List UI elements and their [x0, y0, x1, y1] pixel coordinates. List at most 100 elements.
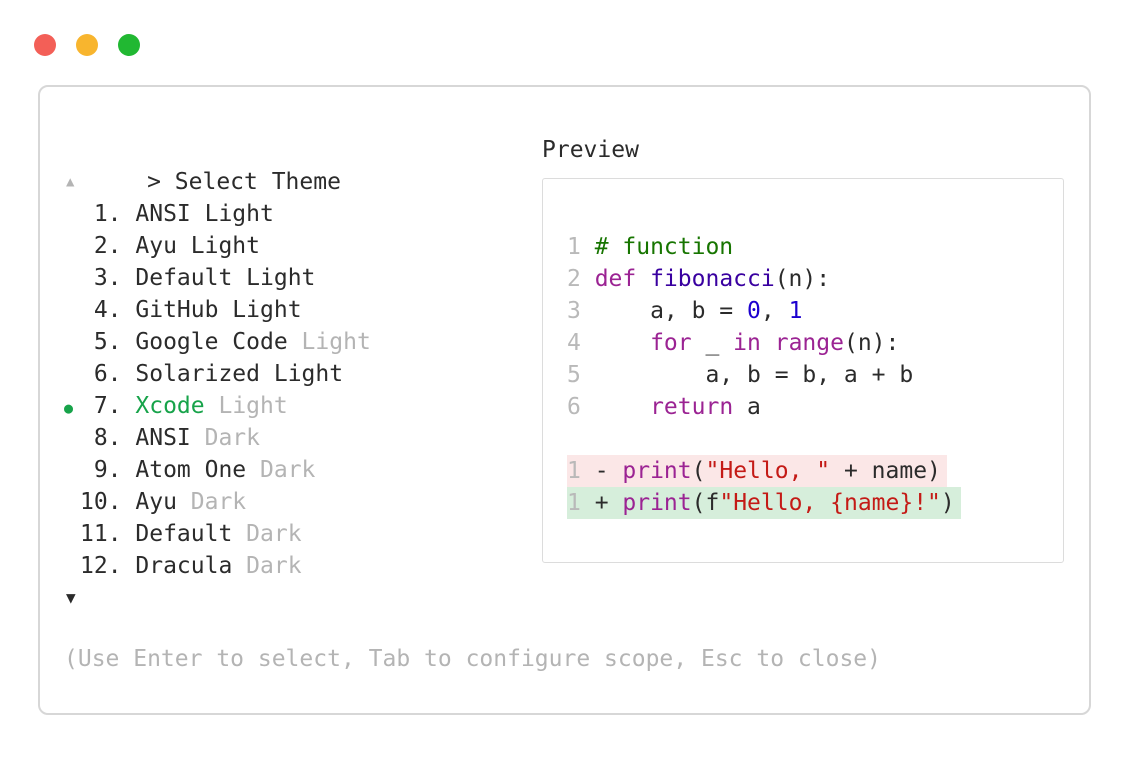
code-line: 5 a, b = b, a + b [567, 359, 1045, 391]
theme-item[interactable]: 6. Solarized Light [64, 358, 881, 390]
line-number: 2 [567, 266, 581, 292]
line-number: 4 [567, 330, 581, 356]
footer-hint: (Use Enter to select, Tab to configure s… [64, 646, 881, 672]
theme-item[interactable]: 1.ANSI Light [64, 198, 881, 230]
line-content: 1# function [567, 231, 733, 263]
code-token [595, 330, 650, 356]
code-token: return [650, 394, 734, 420]
diff-line-del: 1- print("Hello, " + name) [567, 455, 1045, 487]
line-content: 5 a, b = b, a + b [567, 359, 913, 391]
code-token: in [733, 330, 761, 356]
line-number: 1 [567, 234, 581, 260]
code-token: 0 [747, 298, 761, 324]
theme-item[interactable]: 8. ANSI Dark [64, 422, 881, 454]
code-token: "Hello, " [705, 458, 831, 484]
theme-name: Default [135, 521, 233, 547]
theme-item[interactable]: 5.Google Code Light [64, 326, 881, 358]
theme-variant-label: Light [287, 329, 371, 355]
close-window-button[interactable] [34, 34, 56, 56]
theme-item[interactable]: 2.Ayu Light [64, 230, 881, 262]
theme-name: Dracula [135, 553, 233, 579]
code-line: 4 for _ in range(n): [567, 327, 1045, 359]
code-line: 3 a, b = 0, 1 [567, 295, 1045, 327]
theme-number: 5. [93, 329, 122, 355]
theme-number: 9. [93, 457, 122, 483]
line-number: 5 [567, 362, 581, 388]
theme-name: Ayu Light [135, 233, 260, 259]
code-token: a, b = [594, 298, 748, 324]
line-number: 1 [567, 458, 581, 484]
theme-item[interactable]: 4. GitHub Light [64, 294, 881, 326]
theme-number: 4. [93, 297, 122, 323]
code-line [567, 423, 1045, 455]
line-number: 1 [567, 490, 581, 516]
theme-variant-label: Dark [232, 553, 302, 579]
theme-number: 3. [93, 265, 122, 291]
theme-name: ANSI [135, 425, 191, 451]
line-content: 1- print("Hello, " + name) [567, 455, 947, 487]
code-line: 6 return a [567, 391, 1045, 423]
scroll-down-icon[interactable]: ▼ [66, 588, 76, 607]
theme-number: 8. [93, 425, 122, 451]
code-token: 1 [788, 298, 803, 324]
theme-item[interactable]: ● 7. Xcode Light [64, 390, 881, 422]
code-token: (n): [774, 266, 831, 292]
theme-variant-label: Dark [232, 521, 302, 547]
theme-name: Default Light [135, 265, 316, 291]
theme-name: Solarized Light [135, 361, 344, 387]
theme-item[interactable]: 9. Atom One Dark [64, 454, 881, 486]
zoom-window-button[interactable] [118, 34, 140, 56]
minimize-window-button[interactable] [76, 34, 98, 56]
preview-label: Preview [542, 137, 639, 163]
code-token: fibonacci [650, 266, 775, 292]
code-token [595, 394, 650, 420]
line-content: 6 return a [567, 391, 761, 423]
code-token [761, 330, 775, 356]
code-token: a, b = b, a + b [594, 362, 914, 388]
code-token: "Hello, {name}!" [719, 490, 941, 516]
selected-bullet-icon: ● [64, 399, 74, 417]
theme-number: 10. [80, 489, 122, 515]
code-token: print [622, 458, 692, 484]
theme-item[interactable]: 12. Dracula Dark [64, 550, 881, 582]
theme-variant-label: Dark [190, 425, 261, 451]
code-token: (n): [843, 330, 900, 356]
theme-variant-label: Dark [246, 457, 316, 483]
theme-name: Xcode [135, 393, 205, 419]
scroll-up-icon[interactable]: ▲ [66, 174, 75, 190]
line-content: 1+ print(f"Hello, {name}!") [567, 487, 961, 519]
theme-item[interactable]: 10. Ayu Dark [64, 486, 881, 518]
code-token: for [650, 330, 692, 356]
theme-variant-label: Dark [176, 489, 247, 515]
line-number: 3 [567, 298, 581, 324]
code-token: a [733, 394, 761, 420]
theme-number: 7. [93, 393, 122, 419]
code-token: , [760, 298, 789, 324]
theme-number: 12. [80, 553, 122, 579]
code-token: (f [691, 490, 720, 516]
code-token: _ [691, 330, 734, 356]
theme-name: Atom One [135, 457, 247, 483]
theme-name: GitHub Light [135, 297, 302, 323]
theme-number: 1. [93, 201, 122, 227]
theme-number: 6. [93, 361, 122, 387]
theme-variant-label: Light [204, 393, 288, 419]
diff-line-add: 1+ print(f"Hello, {name}!") [567, 487, 1045, 519]
theme-item[interactable]: 3. Default Light [64, 262, 881, 294]
theme-item[interactable]: 11.Default Dark [64, 518, 881, 550]
code-token: - [594, 458, 623, 484]
select-theme-prompt: >Select Theme [64, 134, 881, 195]
code-token: ( [691, 458, 706, 484]
prompt-caret: > [147, 169, 161, 195]
theme-name: Ayu [135, 489, 177, 515]
window-controls [34, 34, 140, 56]
code-token: + [594, 490, 623, 516]
code-token: ) [940, 490, 955, 516]
